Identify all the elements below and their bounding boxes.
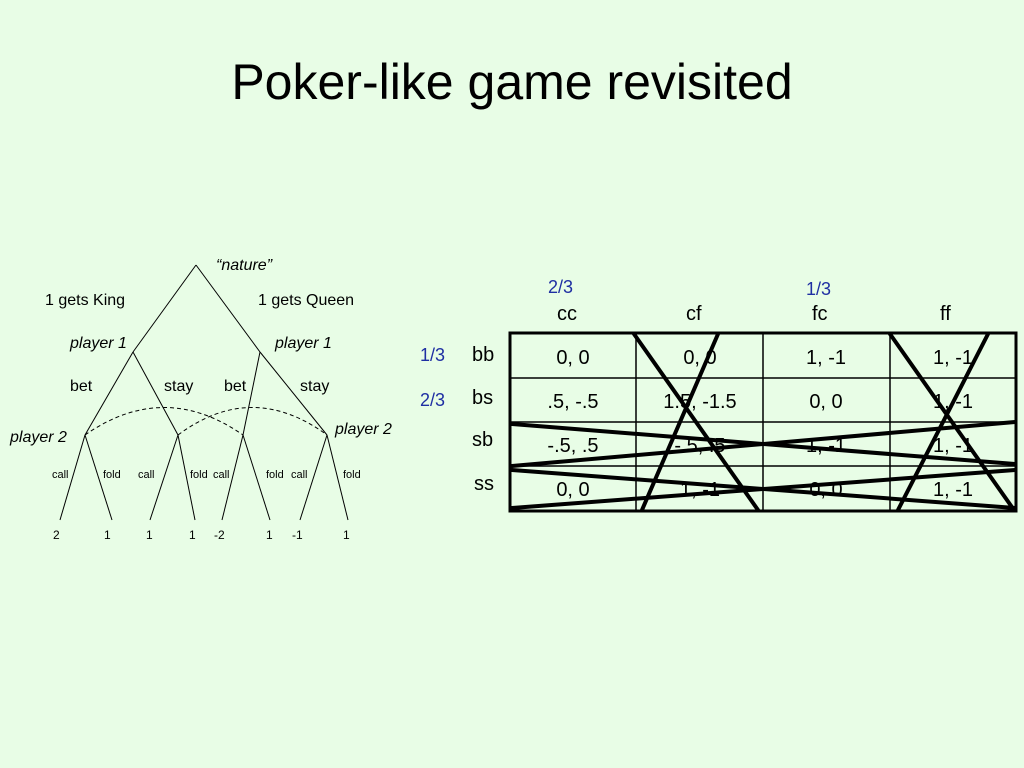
col-prob-fc: 1/3 <box>806 279 831 299</box>
strike-col-ff-b <box>896 332 990 512</box>
col-header-ff: ff <box>940 303 951 325</box>
info-set-bet <box>84 407 244 436</box>
cell-bs-cf: 1.5, -1.5 <box>663 391 736 413</box>
action-call-2: call <box>138 469 155 481</box>
cell-sb-cc: -.5, .5 <box>547 435 598 457</box>
action-bet-left: bet <box>70 378 93 395</box>
edge-fold-1 <box>84 434 113 521</box>
slide-title: Poker-like game revisited <box>231 54 793 110</box>
action-fold-2: fold <box>190 469 208 481</box>
payoff-3: 1 <box>146 528 153 542</box>
action-call-1: call <box>52 469 69 481</box>
edge-call-2 <box>149 434 179 521</box>
row-prob-bs: 2/3 <box>420 390 445 410</box>
payoff-8: 1 <box>343 528 350 542</box>
game-tree <box>59 264 349 521</box>
payoff-4: 1 <box>189 528 196 542</box>
col-prob-cc: 2/3 <box>548 277 573 297</box>
nature-label: “nature” <box>216 257 273 274</box>
cell-bb-cc: 0, 0 <box>556 347 589 369</box>
action-fold-1: fold <box>103 469 121 481</box>
action-stay-right: stay <box>300 378 329 395</box>
action-fold-3: fold <box>266 469 284 481</box>
strike-col-ff-a <box>888 332 1016 512</box>
action-fold-4: fold <box>343 469 361 481</box>
edge-bet-left <box>84 351 134 436</box>
edge-bet-right <box>242 351 261 436</box>
edge-call-4 <box>299 434 328 521</box>
cell-bb-fc: 1, -1 <box>806 347 846 369</box>
edge-stay-left <box>132 351 179 436</box>
row-prob-bb: 1/3 <box>420 345 445 365</box>
cell-bb-ff: 1, -1 <box>933 347 973 369</box>
edge-call-3 <box>221 434 244 521</box>
edge-fold-2 <box>177 434 196 521</box>
king-branch-label: 1 gets King <box>45 292 125 309</box>
row-header-ss: ss <box>474 473 494 495</box>
strike-row-sb-b <box>510 420 1017 468</box>
edge-stay-right <box>259 351 328 436</box>
cell-ss-ff: 1, -1 <box>933 479 973 501</box>
action-call-3: call <box>213 469 230 481</box>
player1-left-label: player 1 <box>69 335 127 352</box>
player2-left-label: player 2 <box>9 429 67 446</box>
row-header-bs: bs <box>472 387 493 409</box>
payoff-1: 2 <box>53 528 60 542</box>
edge-fold-4 <box>326 434 349 521</box>
action-stay-left: stay <box>164 378 193 395</box>
queen-branch-label: 1 gets Queen <box>258 292 354 309</box>
edge-queen <box>195 264 261 353</box>
col-header-cf: cf <box>686 303 702 325</box>
strike-col-cf-a <box>632 332 760 512</box>
info-set-stay <box>177 407 328 436</box>
cell-bs-fc: 0, 0 <box>809 391 842 413</box>
cell-ss-cc: 0, 0 <box>556 479 589 501</box>
row-header-bb: bb <box>472 344 494 366</box>
col-header-cc: cc <box>557 303 577 325</box>
player2-right-label: player 2 <box>334 421 392 438</box>
payoff-5: -2 <box>214 528 225 542</box>
player1-right-label: player 1 <box>274 335 332 352</box>
edge-king <box>132 264 197 353</box>
action-bet-right: bet <box>224 378 247 395</box>
action-call-4: call <box>291 469 308 481</box>
edge-fold-3 <box>242 434 271 521</box>
payoff-matrix: 2/3 1/3 cc cf fc ff 1/3 2/3 bb bs sb ss … <box>420 277 1018 513</box>
edge-call-1 <box>59 434 86 521</box>
row-header-sb: sb <box>472 429 493 451</box>
payoff-2: 1 <box>104 528 111 542</box>
elimination-marks <box>510 332 1017 512</box>
payoff-7: -1 <box>292 528 303 542</box>
payoff-6: 1 <box>266 528 273 542</box>
strike-row-ss-b <box>510 468 1017 510</box>
col-header-fc: fc <box>812 303 828 325</box>
cell-bs-cc: .5, -.5 <box>547 391 598 413</box>
